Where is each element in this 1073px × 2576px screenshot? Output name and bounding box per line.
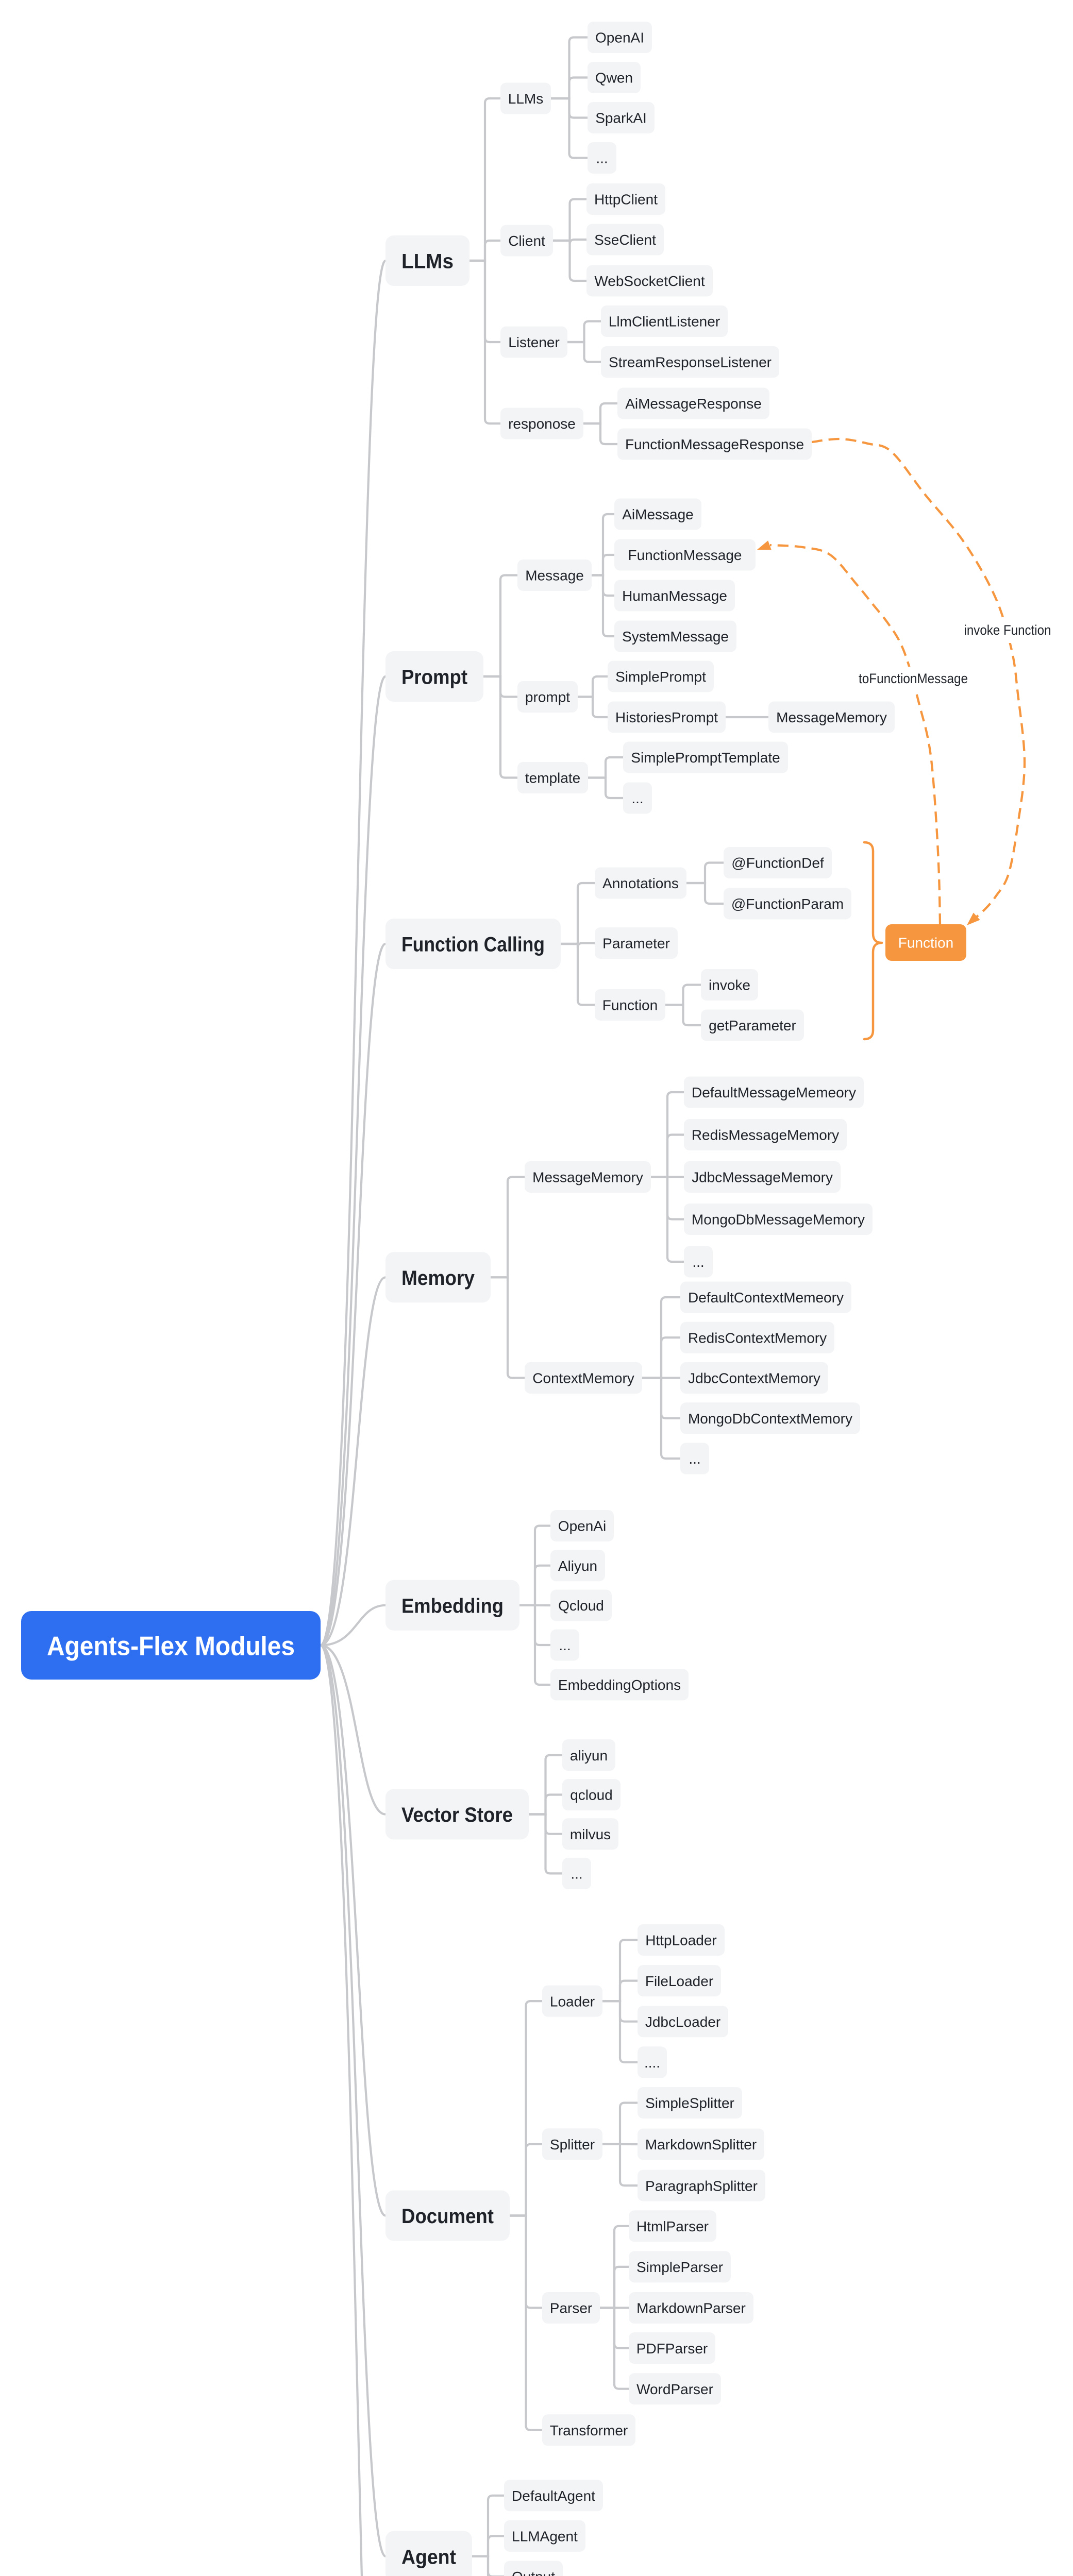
- svg-text:AiMessageResponse: AiMessageResponse: [625, 396, 762, 412]
- svg-text:SparkAI: SparkAI: [595, 110, 647, 126]
- svg-text:Prompt: Prompt: [401, 666, 467, 689]
- svg-text:Function Calling: Function Calling: [401, 934, 545, 956]
- svg-text:PDFParser: PDFParser: [636, 2341, 708, 2357]
- svg-text:Memory: Memory: [401, 1267, 475, 1290]
- svg-text:invoke Function: invoke Function: [964, 622, 1051, 638]
- svg-text:RedisMessageMemory: RedisMessageMemory: [692, 1127, 839, 1143]
- svg-text:HttpLoader: HttpLoader: [645, 1933, 717, 1948]
- svg-text:SimpleParser: SimpleParser: [636, 2259, 723, 2275]
- svg-text:SimplePromptTemplate: SimplePromptTemplate: [631, 750, 780, 766]
- svg-text:MessageMemory: MessageMemory: [532, 1170, 643, 1185]
- svg-text:OpenAi: OpenAi: [558, 1518, 606, 1534]
- svg-text:MarkdownSplitter: MarkdownSplitter: [645, 2137, 757, 2153]
- svg-text:EmbeddingOptions: EmbeddingOptions: [558, 1677, 681, 1693]
- svg-text:MarkdownParser: MarkdownParser: [636, 2300, 746, 2316]
- svg-text:DefaultMessageMemeory: DefaultMessageMemeory: [692, 1084, 856, 1100]
- svg-text:toFunctionMessage: toFunctionMessage: [859, 671, 968, 686]
- svg-text:SseClient: SseClient: [594, 232, 656, 248]
- svg-text:HttpClient: HttpClient: [594, 192, 658, 208]
- svg-text:milvus: milvus: [570, 1826, 611, 1842]
- svg-text:SimplePrompt: SimplePrompt: [615, 669, 706, 685]
- svg-text:JdbcLoader: JdbcLoader: [645, 2014, 720, 2030]
- svg-text:@FunctionParam: @FunctionParam: [731, 896, 844, 912]
- svg-text:LLMAgent: LLMAgent: [512, 2529, 578, 2545]
- svg-text:responose: responose: [508, 416, 576, 432]
- svg-text:ContextMemory: ContextMemory: [532, 1370, 634, 1386]
- svg-text:SimpleSplitter: SimpleSplitter: [645, 2095, 734, 2111]
- svg-text:Transformer: Transformer: [550, 2422, 628, 2438]
- svg-text:Annotations: Annotations: [602, 875, 679, 891]
- svg-text:SystemMessage: SystemMessage: [622, 629, 729, 645]
- svg-text:Message: Message: [525, 568, 584, 584]
- svg-text:Splitter: Splitter: [550, 2137, 595, 2153]
- svg-text:Vector Store: Vector Store: [401, 1804, 513, 1826]
- svg-text:Agent: Agent: [401, 2546, 456, 2568]
- svg-text:LlmClientListener: LlmClientListener: [609, 314, 720, 330]
- svg-text:Qwen: Qwen: [595, 70, 633, 86]
- svg-text:Loader: Loader: [550, 1993, 595, 2009]
- svg-text:...: ...: [692, 1254, 704, 1270]
- svg-text:OpenAI: OpenAI: [595, 30, 644, 46]
- svg-text:ParagraphSplitter: ParagraphSplitter: [645, 2178, 758, 2194]
- svg-text:Listener: Listener: [508, 334, 560, 350]
- svg-text:@FunctionDef: @FunctionDef: [731, 855, 824, 871]
- svg-text:Function: Function: [602, 997, 658, 1013]
- svg-text:LLMs: LLMs: [401, 250, 454, 273]
- svg-text:FileLoader: FileLoader: [645, 1973, 713, 1989]
- svg-text:JdbcMessageMemory: JdbcMessageMemory: [692, 1170, 833, 1185]
- svg-text:MessageMemory: MessageMemory: [776, 709, 887, 725]
- svg-text:Document: Document: [401, 2205, 494, 2228]
- svg-text:Embedding: Embedding: [401, 1595, 504, 1617]
- svg-text:FunctionMessage: FunctionMessage: [628, 547, 742, 563]
- svg-text:AiMessage: AiMessage: [622, 506, 694, 522]
- svg-text:Qcloud: Qcloud: [558, 1598, 604, 1614]
- svg-text:MongoDbMessageMemory: MongoDbMessageMemory: [692, 1212, 865, 1228]
- svg-text:JdbcContextMemory: JdbcContextMemory: [688, 1370, 820, 1386]
- svg-text:Function: Function: [898, 935, 953, 951]
- svg-text:LLMs: LLMs: [508, 91, 543, 107]
- svg-text:Agents-Flex Modules: Agents-Flex Modules: [47, 1632, 295, 1662]
- svg-text:....: ....: [644, 2055, 660, 2071]
- svg-text:aliyun: aliyun: [570, 1748, 608, 1764]
- svg-text:Aliyun: Aliyun: [558, 1558, 597, 1574]
- svg-text:template: template: [525, 770, 580, 786]
- svg-text:getParameter: getParameter: [709, 1018, 796, 1033]
- svg-text:Parser: Parser: [550, 2300, 592, 2316]
- svg-text:DefaultAgent: DefaultAgent: [512, 2488, 595, 2504]
- svg-text:invoke: invoke: [709, 977, 750, 993]
- svg-text:DefaultContextMemeory: DefaultContextMemeory: [688, 1290, 844, 1306]
- svg-text:...: ...: [559, 1637, 571, 1653]
- svg-text:prompt: prompt: [525, 689, 570, 705]
- svg-text:...: ...: [571, 1866, 582, 1882]
- svg-text:Output: Output: [512, 2569, 555, 2576]
- svg-text:...: ...: [689, 1451, 700, 1467]
- svg-text:WordParser: WordParser: [636, 2381, 713, 2397]
- svg-text:StreamResponseListener: StreamResponseListener: [609, 354, 772, 370]
- svg-text:RedisContextMemory: RedisContextMemory: [688, 1330, 827, 1346]
- svg-text:Parameter: Parameter: [602, 936, 670, 952]
- svg-text:qcloud: qcloud: [570, 1787, 613, 1803]
- svg-text:HumanMessage: HumanMessage: [622, 588, 727, 604]
- svg-text:...: ...: [596, 150, 608, 166]
- svg-text:MongoDbContextMemory: MongoDbContextMemory: [688, 1411, 852, 1427]
- svg-text:HistoriesPrompt: HistoriesPrompt: [615, 709, 718, 725]
- svg-text:FunctionMessageResponse: FunctionMessageResponse: [625, 436, 804, 452]
- svg-text:WebSocketClient: WebSocketClient: [594, 273, 705, 289]
- svg-text:Client: Client: [508, 233, 545, 249]
- svg-text:HtmlParser: HtmlParser: [636, 2218, 709, 2234]
- svg-text:...: ...: [631, 790, 643, 806]
